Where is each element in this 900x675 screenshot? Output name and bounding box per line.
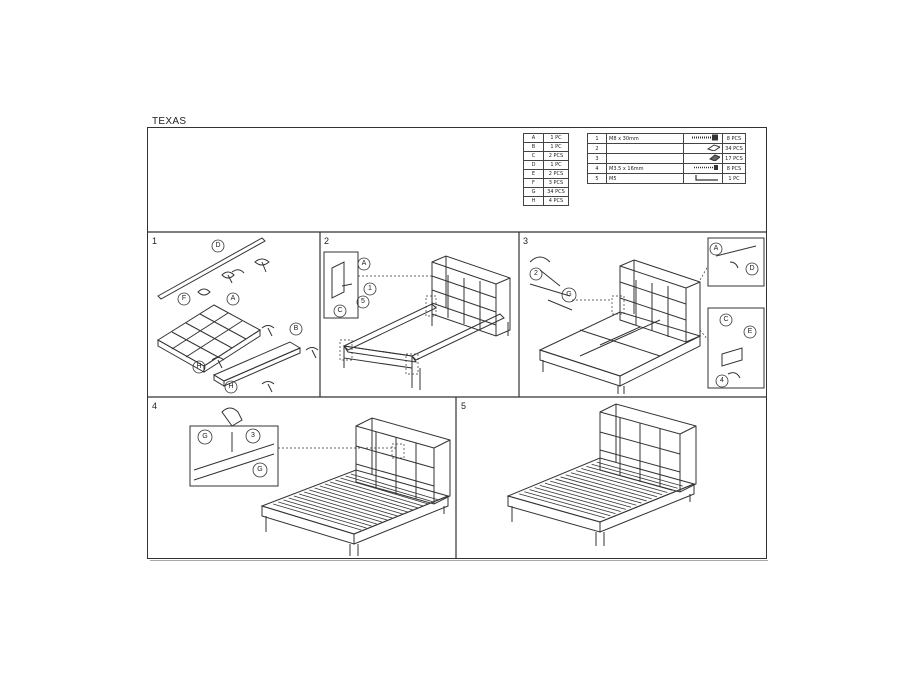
callout-label: D xyxy=(749,265,755,272)
slat-line xyxy=(534,487,621,512)
slat-line xyxy=(565,474,652,500)
slat-line xyxy=(581,468,668,493)
part-qty: 4 PCS xyxy=(543,196,569,206)
callout-label: A xyxy=(361,260,367,267)
callout-label: E xyxy=(747,328,753,335)
scan-edge-line xyxy=(150,560,768,563)
slat-line xyxy=(298,493,388,521)
callout-label: G xyxy=(257,466,263,473)
step-number: 5 xyxy=(461,401,467,411)
slat-line xyxy=(288,497,377,525)
slat-line xyxy=(570,472,658,498)
slat-line xyxy=(309,489,398,517)
callout-label: 2 xyxy=(534,270,538,277)
slat-line xyxy=(544,482,632,508)
step-number: 4 xyxy=(152,401,158,411)
document-title: TEXAS xyxy=(152,116,187,127)
slat-line xyxy=(529,489,616,515)
slat-line xyxy=(293,495,382,523)
slat-line xyxy=(576,470,663,495)
callout-label: F xyxy=(181,295,187,302)
slat-line xyxy=(350,473,439,501)
slat-line xyxy=(596,461,683,487)
callout-label: A xyxy=(713,245,719,252)
slat-line xyxy=(319,485,408,513)
hardware-row: 5 M5 1 PC xyxy=(587,173,746,184)
slat-line xyxy=(550,480,637,506)
step-number: 3 xyxy=(523,236,529,246)
slat-line xyxy=(330,481,419,509)
slat-line xyxy=(314,487,403,515)
slat-line xyxy=(519,493,606,519)
callout-label: H xyxy=(196,363,202,370)
slat-line xyxy=(283,499,372,527)
instruction-frame xyxy=(147,127,767,559)
slat-line xyxy=(345,475,434,503)
callout-label: 3 xyxy=(251,432,255,439)
step-number: 1 xyxy=(152,236,158,246)
callout-label: 1 xyxy=(368,285,372,292)
slat-line xyxy=(324,483,414,511)
slat-line xyxy=(524,491,611,517)
slat-line xyxy=(539,485,626,510)
callout-label: B xyxy=(293,325,299,332)
slat-line xyxy=(591,463,678,489)
callout-label: 4 xyxy=(720,377,724,384)
callout-label: G xyxy=(202,433,208,440)
slat-line xyxy=(273,503,362,531)
hardware-qty: 1 PC xyxy=(722,173,746,184)
callout-label: 5 xyxy=(361,298,365,305)
step-number: 2 xyxy=(324,236,330,246)
hardware-table: 1 M8 x 30mm 8 PCS 2 34 PCS 3 17 PCS 4 M3… xyxy=(587,133,746,184)
callout-label: C xyxy=(723,316,729,323)
slat-line xyxy=(304,491,393,519)
callout-label: H xyxy=(228,383,234,390)
slat-line xyxy=(560,476,647,502)
slat-line xyxy=(335,479,424,507)
slat-line xyxy=(340,477,429,505)
slat-line xyxy=(555,478,642,504)
slat-line xyxy=(278,501,367,529)
callout-label: D xyxy=(215,242,221,249)
callout-label: A xyxy=(230,295,236,302)
callout-label: C xyxy=(337,307,343,314)
slat-line xyxy=(586,465,673,491)
callout-label: G xyxy=(566,291,572,298)
